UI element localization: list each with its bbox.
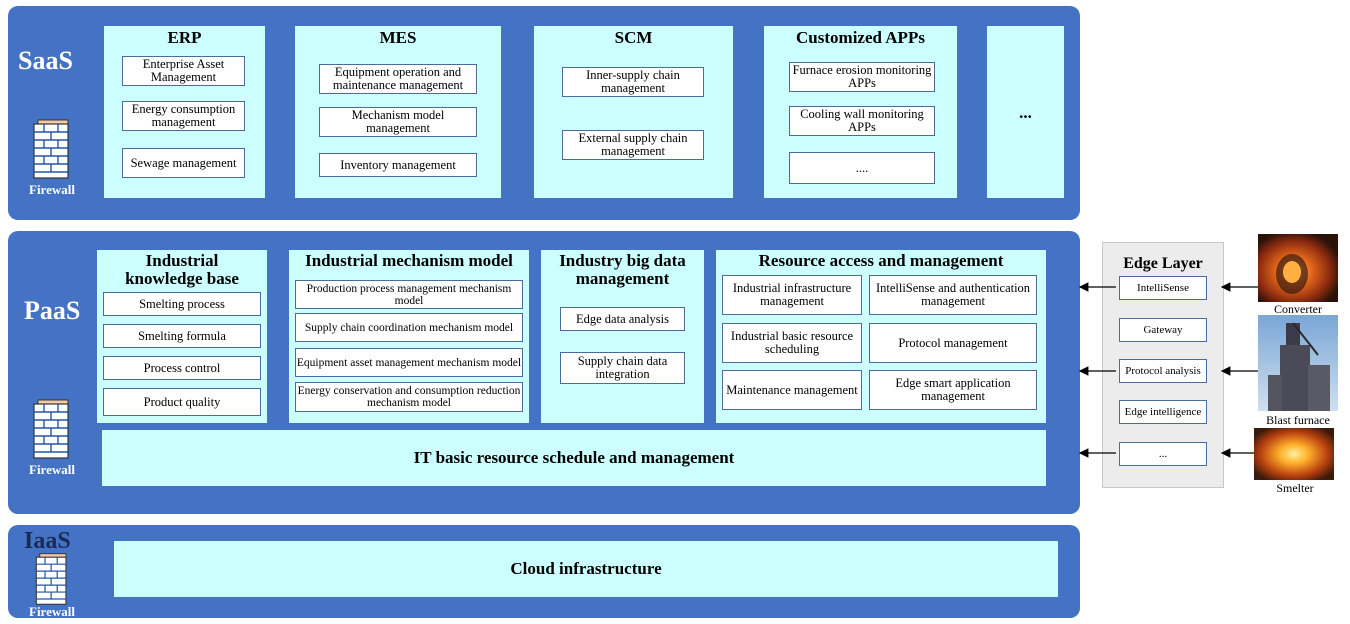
erp-item[interactable]: Enterprise Asset Management: [122, 56, 245, 86]
it-basic-resource-panel[interactable]: IT basic resource schedule and managemen…: [102, 430, 1046, 486]
iaas-firewall: Firewall: [24, 552, 80, 618]
knowledge-item[interactable]: Smelting formula: [103, 324, 261, 348]
cloud-infrastructure-panel[interactable]: Cloud infrastructure: [114, 541, 1058, 597]
more-apps-ellipsis: ...: [1019, 103, 1032, 122]
resource-item[interactable]: Maintenance management: [722, 370, 862, 410]
mes-item[interactable]: Equipment operation and maintenance mana…: [319, 64, 477, 94]
mes-item[interactable]: Inventory management: [319, 153, 477, 177]
erp-item[interactable]: Energy consumption management: [122, 101, 245, 131]
paas-label: PaaS: [24, 296, 81, 325]
resource-item[interactable]: IntelliSense and authentication manageme…: [869, 275, 1037, 315]
customized-apps-item[interactable]: ....: [789, 152, 935, 184]
mes-panel: MES Equipment operation and maintenance …: [295, 26, 501, 198]
firewall-label: Firewall: [29, 182, 75, 197]
scm-item[interactable]: External supply chain management: [562, 130, 704, 160]
scm-title: SCM: [614, 28, 653, 47]
firewall-icon: [33, 119, 69, 179]
mes-item[interactable]: Mechanism model management: [319, 107, 477, 137]
resource-item[interactable]: Industrial infrastructure management: [722, 275, 862, 315]
firewall-icon: [35, 553, 67, 605]
saas-label: SaaS: [18, 46, 73, 75]
mes-title: MES: [379, 28, 417, 47]
resource-access-panel: Resource access and management Industria…: [716, 250, 1046, 423]
more-apps-panel: ...: [987, 26, 1064, 198]
customized-apps-item[interactable]: Furnace erosion monitoring APPs: [789, 62, 935, 92]
scm-item[interactable]: Inner-supply chain management: [562, 67, 704, 97]
knowledge-base-title: Industrial knowledge base: [125, 251, 239, 288]
customized-apps-panel: Customized APPs Furnace erosion monitori…: [764, 26, 957, 198]
big-data-item[interactable]: Supply chain data integration: [560, 352, 685, 384]
erp-item[interactable]: Sewage management: [122, 148, 245, 178]
resource-item[interactable]: Edge smart application management: [869, 370, 1037, 410]
big-data-title: Industry big data management: [559, 251, 686, 288]
mechanism-model-title: Industrial mechanism model: [305, 251, 513, 270]
knowledge-item[interactable]: Smelting process: [103, 292, 261, 316]
big-data-panel: Industry big data management Edge data a…: [541, 250, 704, 423]
knowledge-item[interactable]: Product quality: [103, 388, 261, 416]
mechanism-item[interactable]: Energy conservation and consumption redu…: [295, 382, 523, 412]
edge-item-edge-intelligence[interactable]: Edge intelligence: [1119, 400, 1207, 424]
edge-item-gateway[interactable]: Gateway: [1119, 318, 1207, 342]
smelter-photo: [1254, 428, 1334, 480]
edge-item-protocol-analysis[interactable]: Protocol analysis: [1119, 359, 1207, 383]
blast-furnace-label: Blast furnace: [1266, 413, 1330, 427]
firewall-label: Firewall: [29, 462, 75, 477]
saas-firewall: Firewall: [24, 118, 80, 198]
customized-apps-title: Customized APPs: [796, 28, 925, 47]
edge-item-more[interactable]: ...: [1119, 442, 1207, 466]
paas-firewall: Firewall: [24, 398, 80, 478]
edge-layer-panel: Edge Layer IntelliSense Gateway Protocol…: [1102, 242, 1224, 488]
firewall-label: Firewall: [29, 604, 75, 619]
erp-panel: ERP Enterprise Asset Management Energy c…: [104, 26, 265, 198]
iaas-label: IaaS: [24, 528, 71, 554]
scm-panel: SCM Inner-supply chain management Extern…: [534, 26, 733, 198]
converter-photo: [1258, 234, 1338, 302]
smelter-label: Smelter: [1276, 481, 1314, 495]
erp-title: ERP: [167, 28, 202, 47]
mechanism-item[interactable]: Production process management mechanism …: [295, 280, 523, 309]
knowledge-item[interactable]: Process control: [103, 356, 261, 380]
knowledge-base-panel: Industrial knowledge base Smelting proce…: [97, 250, 267, 423]
firewall-icon: [33, 399, 69, 459]
customized-apps-item[interactable]: Cooling wall monitoring APPs: [789, 106, 935, 136]
converter-label: Converter: [1274, 302, 1322, 316]
mechanism-model-panel: Industrial mechanism model Production pr…: [289, 250, 529, 423]
resource-item[interactable]: Protocol management: [869, 323, 1037, 363]
resource-item[interactable]: Industrial basic resource scheduling: [722, 323, 862, 363]
edge-layer-title: Edge Layer: [1123, 255, 1203, 272]
edge-item-intellisense[interactable]: IntelliSense: [1119, 276, 1207, 300]
big-data-item[interactable]: Edge data analysis: [560, 307, 685, 331]
blast-furnace-photo: [1258, 315, 1338, 411]
resource-access-title: Resource access and management: [758, 251, 1004, 270]
mechanism-item[interactable]: Equipment asset management mechanism mod…: [295, 348, 523, 377]
mechanism-item[interactable]: Supply chain coordination mechanism mode…: [295, 313, 523, 342]
